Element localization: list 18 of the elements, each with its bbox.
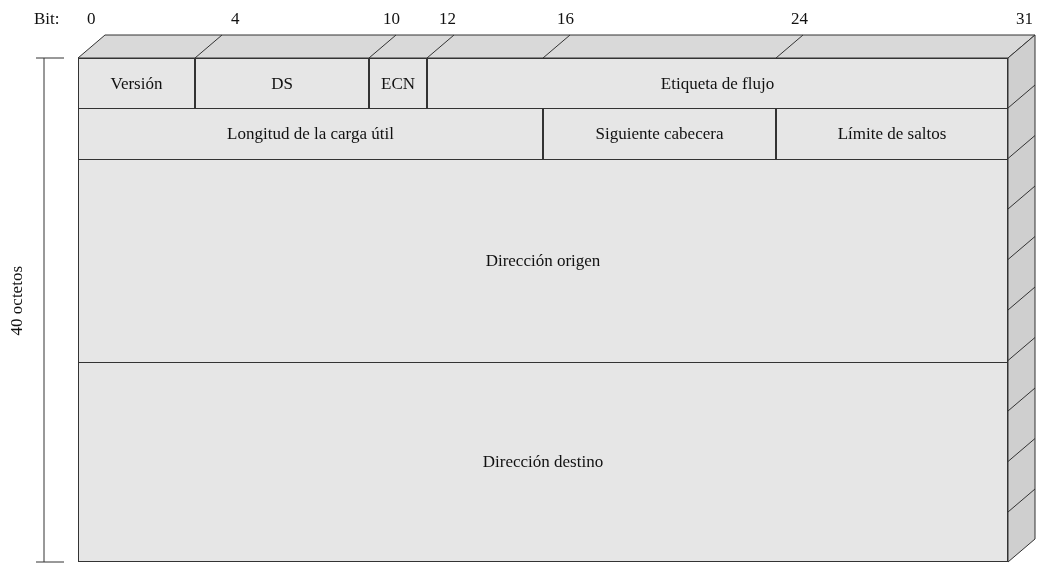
header-field: Etiqueta de flujo bbox=[427, 58, 1008, 109]
bit-number: 16 bbox=[557, 10, 574, 27]
header-field: Siguiente cabecera bbox=[543, 108, 776, 160]
bit-number: 12 bbox=[439, 10, 456, 27]
bit-number: 31 bbox=[1016, 10, 1033, 27]
header-field: Dirección origen bbox=[78, 159, 1008, 363]
bit-label: Bit: bbox=[34, 10, 60, 27]
header-field: Versión bbox=[78, 58, 195, 109]
bit-number: 0 bbox=[87, 10, 96, 27]
bit-number: 10 bbox=[383, 10, 400, 27]
bit-number: 24 bbox=[791, 10, 808, 27]
header-field: ECN bbox=[369, 58, 427, 109]
bit-number: 4 bbox=[231, 10, 240, 27]
header-field: Dirección destino bbox=[78, 362, 1008, 562]
dimension-label: 40 octetos bbox=[8, 266, 25, 336]
header-field: Límite de saltos bbox=[776, 108, 1008, 160]
header-field: Longitud de la carga útil bbox=[78, 108, 543, 160]
header-field: DS bbox=[195, 58, 369, 109]
